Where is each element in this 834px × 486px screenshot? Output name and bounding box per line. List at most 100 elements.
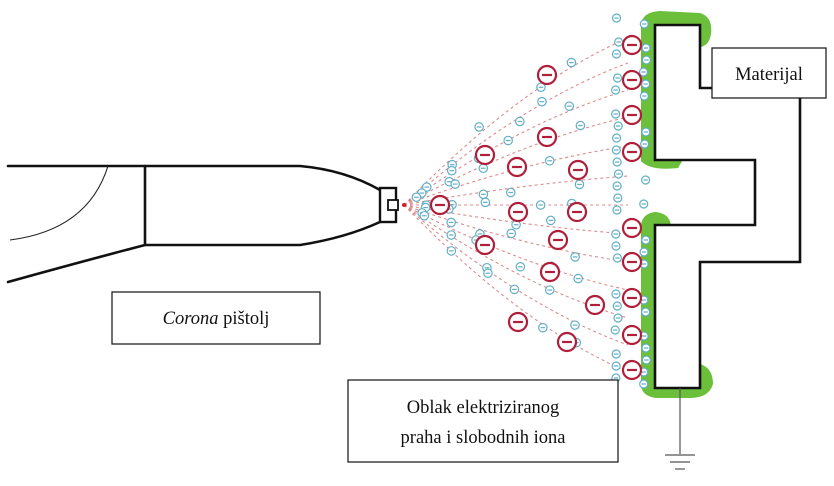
free-ion	[610, 325, 620, 335]
charged-particle	[584, 294, 606, 316]
charged-particle	[556, 331, 578, 353]
label-gun: Corona pištolj	[111, 291, 321, 345]
free-ion	[611, 13, 622, 23]
free-ion	[611, 241, 621, 251]
charged-particle	[506, 156, 528, 178]
charged-particle	[567, 159, 589, 181]
free-ion	[613, 313, 623, 323]
material-label-text: Materijal	[735, 65, 803, 85]
coating-lower	[640, 212, 713, 398]
free-ion	[641, 343, 651, 353]
corona-spray-gun	[6, 164, 406, 284]
material-workpiece	[653, 23, 802, 390]
free-ion	[509, 284, 520, 295]
field-line	[403, 204, 629, 346]
charged-particle	[621, 324, 643, 346]
gun-label-italic: Corona	[163, 309, 219, 329]
field-line	[403, 37, 629, 206]
free-ion	[612, 133, 622, 143]
free-ion	[613, 169, 624, 179]
free-ion	[612, 253, 622, 263]
free-ion	[611, 49, 622, 59]
free-ion	[611, 349, 621, 359]
free-ion	[564, 101, 575, 111]
free-ion	[641, 79, 651, 89]
free-ion	[478, 163, 489, 174]
free-ion	[612, 205, 622, 215]
charged-particle	[539, 261, 561, 283]
gun-body-outline	[6, 164, 382, 192]
field-line	[403, 145, 629, 206]
label-cloud: Oblak elektriziranog praha i slobodnih i…	[347, 379, 619, 463]
free-ion	[421, 182, 432, 192]
field-line	[403, 204, 629, 291]
charged-particle	[621, 34, 643, 56]
gun-handle-curve	[9, 165, 109, 241]
gun-label-text: Corona pištolj	[163, 309, 270, 329]
free-ion	[474, 122, 484, 132]
free-ion	[411, 192, 422, 203]
free-ion	[503, 135, 513, 146]
free-ion	[536, 82, 546, 93]
free-ion	[446, 217, 456, 228]
free-ion	[611, 109, 621, 119]
charged-particle	[566, 201, 588, 223]
charged-particle	[621, 359, 643, 381]
free-ion	[515, 261, 526, 272]
free-ion	[545, 215, 556, 226]
free-ion	[641, 355, 651, 365]
powder-coating	[640, 11, 713, 398]
free-ion	[641, 307, 651, 317]
free-ion	[639, 199, 649, 209]
coating-upper	[640, 11, 712, 169]
free-ion	[641, 55, 652, 65]
free-ion	[612, 301, 622, 311]
cloud-label-line1: Oblak elektriziranog	[407, 398, 560, 418]
charged-particle	[621, 287, 643, 309]
free-ion	[611, 289, 621, 299]
free-ion	[612, 73, 623, 83]
free-ion	[641, 175, 651, 185]
free-ion	[613, 121, 623, 131]
free-ion	[611, 145, 621, 155]
field-lines	[403, 37, 629, 373]
gun-nozzle-tip	[387, 199, 399, 211]
free-ion	[446, 230, 457, 240]
free-ion	[538, 322, 548, 333]
charged-particle	[547, 229, 569, 251]
free-ion	[450, 179, 461, 189]
free-ion	[614, 37, 624, 47]
free-ion	[575, 120, 586, 131]
label-material: Materijal	[711, 47, 827, 99]
free-ion	[610, 85, 621, 95]
charged-particle	[536, 126, 558, 148]
free-ion	[612, 157, 622, 167]
charged-particle	[536, 64, 558, 86]
free-ion	[639, 91, 649, 101]
free-ion	[506, 228, 517, 239]
charged-particle	[507, 311, 529, 333]
charged-particle	[621, 217, 643, 239]
free-ion	[483, 268, 493, 279]
free-ion	[544, 155, 555, 166]
free-ion	[446, 165, 457, 176]
free-ion	[639, 379, 649, 389]
charged-particle	[621, 251, 643, 273]
field-line	[403, 89, 629, 206]
gun-label-rest: pištolj	[218, 309, 269, 329]
free-ion	[639, 247, 649, 257]
free-ion	[641, 127, 651, 137]
free-ion	[570, 252, 580, 262]
free-ion	[446, 246, 457, 256]
free-ion	[573, 273, 583, 284]
charged-particle	[507, 201, 529, 223]
charged-particle	[474, 234, 496, 256]
free-ion	[639, 19, 649, 29]
field-line	[403, 175, 629, 206]
field-line	[403, 62, 629, 206]
charged-particle	[474, 144, 496, 166]
free-ion	[611, 229, 621, 239]
charged-particle	[621, 141, 643, 163]
free-ion	[478, 189, 489, 200]
